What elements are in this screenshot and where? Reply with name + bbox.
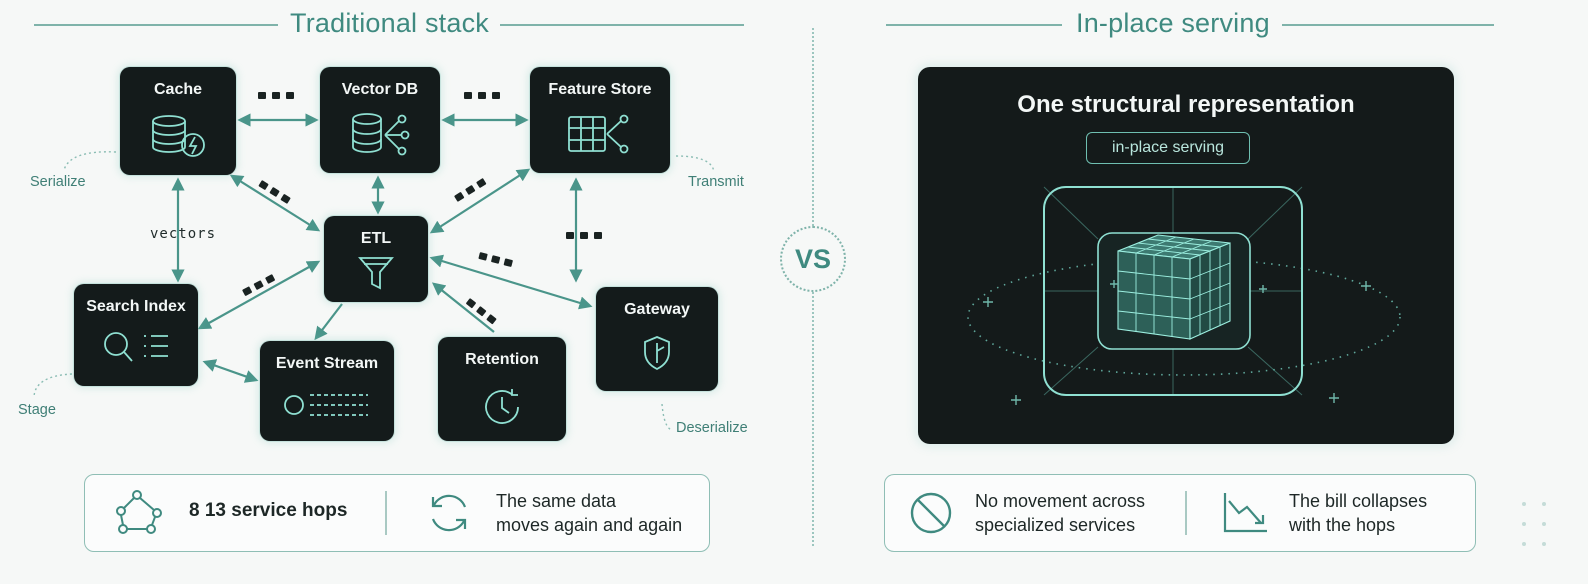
sparkle-6 (1259, 285, 1267, 293)
database-bolt-icon (152, 115, 205, 157)
node-cache[interactable]: Cache (120, 67, 236, 175)
corner-dots (1522, 502, 1546, 546)
same-data-line2: moves again and again (496, 515, 683, 535)
link-featurestore-etl (429, 168, 531, 234)
database-network-icon (352, 113, 410, 156)
same-data-line1: The same data (496, 491, 617, 511)
node-vector-db-label: Vector DB (341, 81, 419, 98)
note-vectors: vectors (150, 226, 217, 242)
link-etl-search (197, 260, 321, 330)
no-entry-icon (910, 492, 952, 534)
structural-cube-graphic (967, 186, 1401, 405)
packet-etl-search (242, 274, 275, 296)
right-title-rule-left (886, 24, 1062, 26)
panel-title: One structural representation (1017, 91, 1355, 118)
sparkle-1 (983, 297, 993, 307)
note-transmit: Transmit (688, 174, 744, 190)
link-etl-eventstream (314, 303, 343, 341)
packet-cache-etl (258, 180, 291, 204)
cube-icon (1117, 234, 1231, 340)
node-feature-store-label: Feature Store (548, 81, 652, 98)
node-search-index-label: Search Index (86, 298, 186, 315)
in-place-pill: in-place serving (1086, 132, 1250, 164)
packet-vectordb-featurestore (464, 92, 500, 99)
left-section-title: Traditional stack (290, 8, 489, 38)
note-stage: Stage (18, 402, 56, 418)
shield-icon (644, 336, 670, 371)
leader-transmit (675, 155, 715, 173)
no-movement-line2: specialized services (975, 515, 1136, 535)
in-place-panel: One structural representation in-place s… (918, 67, 1454, 444)
service-hops-text: 8 13 service hops (189, 500, 348, 521)
link-search-eventstream (202, 359, 259, 383)
leader-deserialize (661, 403, 673, 431)
leader-serialize (63, 151, 117, 171)
outer-frame (1043, 186, 1303, 396)
search-list-icon (104, 332, 168, 362)
right-section-title: In-place serving (1076, 8, 1270, 38)
sparkle-3 (1110, 280, 1118, 288)
right-summary-bar: No movement across specialized services … (884, 474, 1476, 552)
left-summary-bar: 8 13 service hops The same data moves ag… (84, 474, 710, 552)
packet-cache-vectordb (258, 92, 294, 99)
link-retention-etl (431, 282, 495, 333)
no-movement-line1: No movement across (975, 491, 1146, 511)
node-event-stream-label: Event Stream (275, 355, 379, 372)
node-etl[interactable]: ETL (324, 216, 428, 302)
left-title-rule-right (500, 24, 744, 26)
node-etl-label: ETL (360, 230, 392, 247)
packet-etl-gateway (478, 252, 513, 267)
node-gateway-label: Gateway (624, 301, 690, 318)
node-gateway[interactable]: Gateway (596, 287, 718, 391)
stream-icon (284, 394, 368, 416)
service-graph-icon (116, 490, 162, 534)
left-title-rule-left (34, 24, 278, 26)
node-retention-label: Retention (465, 351, 539, 368)
packet-retention-etl (466, 298, 497, 325)
leader-stage (33, 373, 73, 399)
right-title-rule-right (1282, 24, 1494, 26)
node-cache-label: Cache (153, 81, 203, 98)
vs-badge: VS (780, 226, 846, 292)
node-search-index[interactable]: Search Index (74, 284, 198, 386)
packet-featurestore-etl (454, 178, 487, 202)
bill-line1: The bill collapses (1289, 491, 1428, 511)
sparkle-5 (1329, 393, 1339, 403)
funnel-icon (358, 257, 394, 290)
link-etl-gateway (429, 254, 593, 310)
left-summary-divider (385, 491, 387, 535)
node-retention[interactable]: Retention (438, 337, 566, 441)
stack-connectors (33, 92, 715, 431)
link-cache-etl (229, 174, 321, 232)
sparkle-4 (1361, 281, 1371, 291)
sparkle-2 (1011, 395, 1021, 405)
node-feature-store[interactable]: Feature Store (530, 67, 670, 173)
packet-featurestore-gateway (566, 232, 602, 239)
orbit-ring (967, 258, 1401, 376)
trend-down-icon (1223, 493, 1267, 533)
right-summary-divider (1185, 491, 1187, 535)
node-event-stream[interactable]: Event Stream (260, 341, 394, 441)
note-serialize: Serialize (30, 174, 86, 190)
refresh-cycle-icon (431, 494, 467, 532)
grid-network-icon (568, 114, 629, 154)
note-deserialize: Deserialize (676, 420, 748, 436)
bill-line2: with the hops (1289, 515, 1396, 535)
clock-icon (485, 389, 519, 424)
node-vector-db[interactable]: Vector DB (320, 67, 440, 173)
